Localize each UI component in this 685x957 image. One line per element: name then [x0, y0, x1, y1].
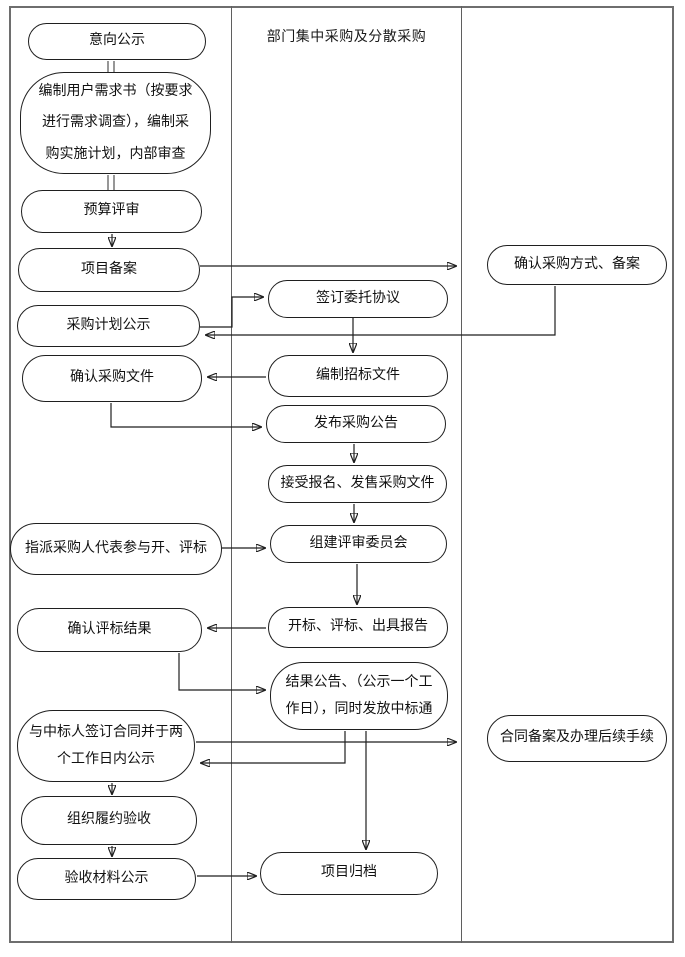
node-form-evaluation-committee: 组建评审委员会: [270, 525, 447, 563]
node-contract-filing-followup: 合同备案及办理后续手续: [487, 715, 667, 762]
node-assign-purchaser-representative: 指派采购人代表参与开、评标: [10, 523, 222, 575]
node-project-archiving: 项目归档: [260, 852, 438, 895]
node-sign-contract-with-winner: 与中标人签订合同并于两 个工作日内公示: [17, 710, 195, 782]
node-procurement-plan-publicity: 采购计划公示: [17, 305, 200, 347]
node-budget-review: 预算评审: [21, 190, 202, 233]
page-border: [9, 6, 674, 943]
column-divider-right: [461, 6, 462, 943]
node-result-announcement: 结果公告、（公示一个工 作日），同时发放中标通: [270, 662, 448, 730]
node-confirm-evaluation-result: 确认评标结果: [17, 608, 202, 652]
middle-column-header: 部门集中采购及分散采购: [266, 30, 427, 45]
node-sign-delegation-agreement: 签订委托协议: [268, 280, 448, 318]
node-publish-procurement-announcement: 发布采购公告: [266, 405, 446, 443]
node-project-filing: 项目备案: [18, 248, 200, 292]
node-confirm-procurement-documents: 确认采购文件: [22, 355, 202, 402]
node-compile-user-requirements: 编制用户需求书（按要求 进行需求调查），编制采 购实施计划，内部审查: [20, 72, 211, 174]
node-bid-opening-evaluation-report: 开标、评标、出具报告: [268, 607, 448, 648]
node-acceptance-material-publicity: 验收材料公示: [17, 858, 196, 900]
node-organize-performance-acceptance: 组织履约验收: [21, 796, 197, 845]
column-divider-left: [231, 6, 232, 943]
node-confirm-procurement-method-filing: 确认采购方式、备案: [487, 245, 667, 285]
node-intent-public-notice: 意向公示: [28, 23, 206, 60]
node-prepare-tender-documents: 编制招标文件: [268, 355, 448, 397]
node-accept-registration-sell-documents: 接受报名、发售采购文件: [268, 465, 447, 503]
